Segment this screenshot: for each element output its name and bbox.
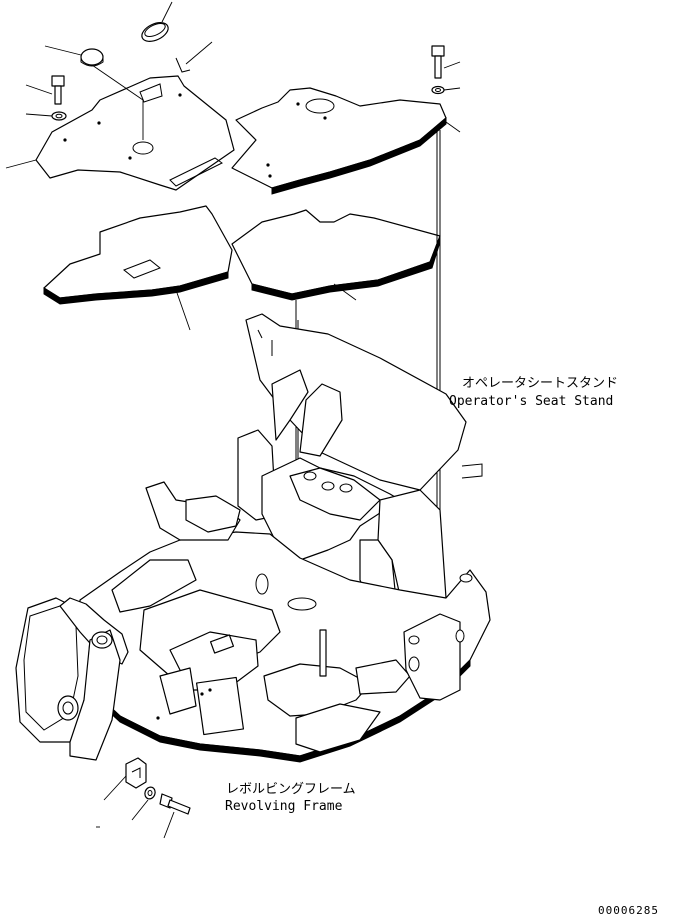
- floor-plate-right: [231, 87, 461, 195]
- mat-left: [43, 205, 233, 331]
- bolt-bottom: [159, 793, 191, 839]
- washer-bottom: [131, 786, 156, 821]
- revolving-frame-label-en: Revolving Frame: [225, 799, 343, 814]
- plug-round-left: [44, 45, 104, 67]
- hook-pin: [175, 41, 213, 73]
- operator-seat-stand: [237, 313, 483, 635]
- plug-oval-top: [141, 1, 173, 42]
- seat-stand-label-jp: オペレータシートスタンド: [462, 376, 618, 391]
- bolt-left: [25, 75, 65, 105]
- mat-right: [231, 209, 441, 301]
- washer-right: [431, 85, 461, 95]
- swing-bracket: [15, 597, 129, 761]
- clip-bracket: [103, 757, 147, 801]
- washer-left: [25, 111, 67, 121]
- revolving-frame: [79, 481, 491, 763]
- revolving-frame-label-jp: レボルビングフレーム: [226, 782, 356, 797]
- floor-plate-left: [5, 64, 235, 191]
- seat-stand-label-en: Operator's Seat Stand: [449, 394, 613, 409]
- drawing-number: 00006285: [598, 904, 659, 915]
- bolt-right: [431, 45, 461, 79]
